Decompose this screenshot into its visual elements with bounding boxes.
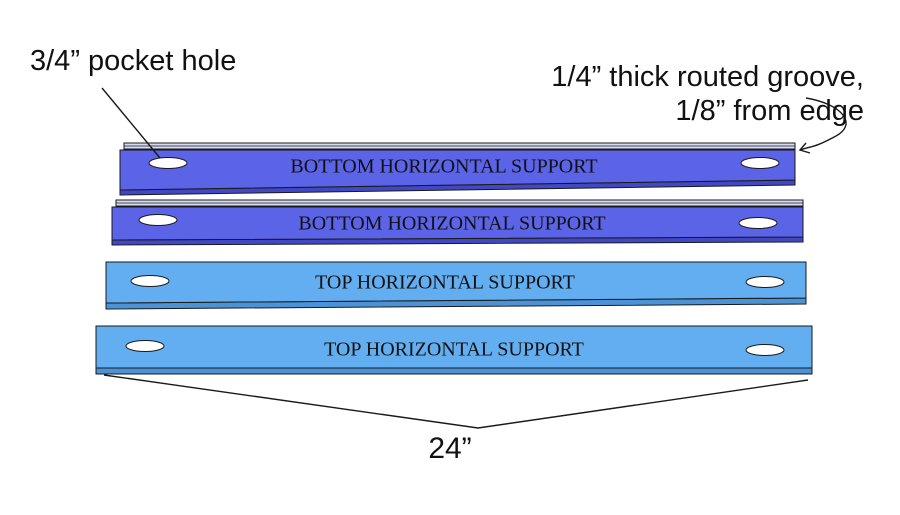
pocket-hole (745, 276, 785, 288)
groove-leader (799, 97, 847, 151)
pocket-hole (125, 340, 165, 352)
pocket-hole-leader (101, 87, 161, 159)
routed-groove-label: 1/4” thick routed groove, 1/8” from edge (551, 60, 864, 128)
pocket-hole-label: 3/4” pocket hole (30, 45, 237, 77)
pocket-hole (738, 217, 778, 229)
board-face (119, 149, 796, 191)
pocket-hole (148, 157, 188, 169)
routed-groove-label-line2: 1/8” from edge (675, 95, 864, 127)
board-edge (95, 367, 813, 375)
routed-groove-label-line1: 1/4” thick routed groove, (551, 61, 864, 93)
pocket-hole (138, 214, 178, 226)
length-dimension-label: 24” (428, 432, 472, 465)
pocket-hole (745, 344, 785, 356)
board-face (95, 325, 813, 369)
pocket-hole (130, 275, 170, 287)
board-label: TOP HORIZONTAL SUPPORT (315, 272, 575, 294)
length-dimension-bracket (103, 374, 809, 429)
groove-leader-arrowhead (798, 142, 811, 154)
board-label: BOTTOM HORIZONTAL SUPPORT (290, 156, 597, 178)
board-face (105, 261, 807, 304)
board-label: TOP HORIZONTAL SUPPORT (324, 339, 584, 361)
board-face (111, 206, 804, 241)
board-label: BOTTOM HORIZONTAL SUPPORT (298, 213, 605, 235)
pocket-hole (740, 157, 780, 169)
